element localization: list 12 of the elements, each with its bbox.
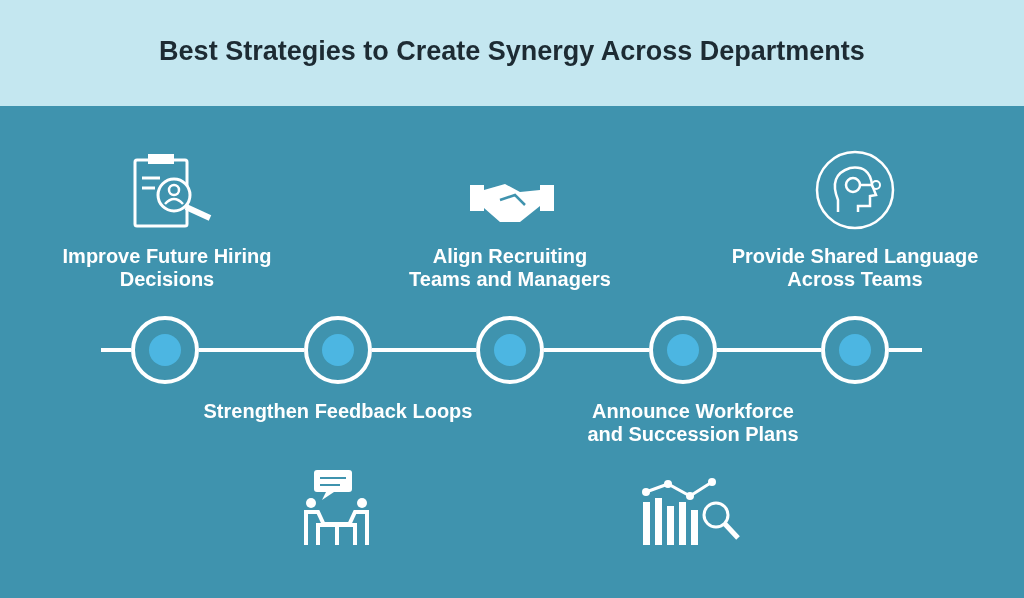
timeline-line <box>544 348 649 352</box>
timeline-line <box>372 348 476 352</box>
strategy-label: Improve Future Hiring Decisions <box>61 245 273 291</box>
timeline-line <box>101 348 131 352</box>
strategy-label: Announce Workforce and Succession Plans <box>586 400 800 446</box>
title: Best Strategies to Create Synergy Across Departments <box>159 36 865 67</box>
strategy-label: Strengthen Feedback Loops <box>202 400 474 423</box>
timeline-line <box>889 348 922 352</box>
strategy-label: Provide Shared Language Across Teams <box>730 245 980 291</box>
timeline-line <box>717 348 821 352</box>
strategy-label: Align Recruiting Teams and Managers <box>408 245 612 291</box>
timeline-line <box>199 348 304 352</box>
